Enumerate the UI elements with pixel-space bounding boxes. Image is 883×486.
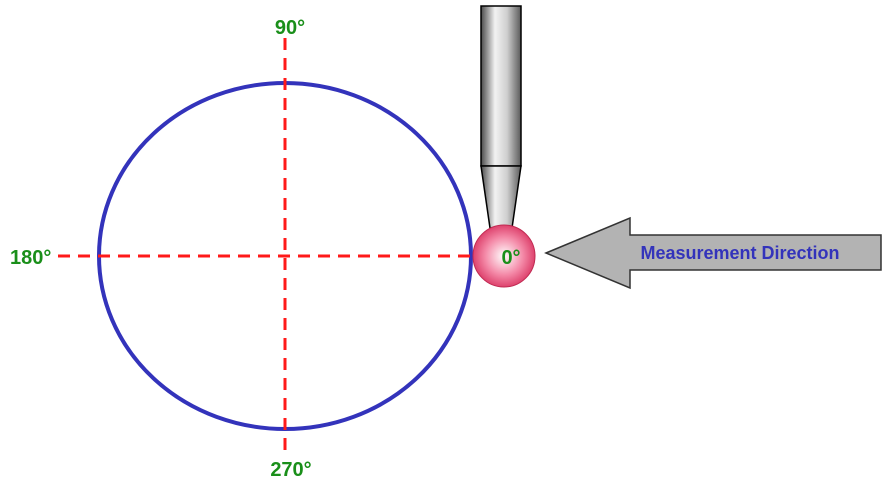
angle-label-90: 90° [275, 17, 305, 39]
probe-shaft [480, 5, 522, 167]
probe-taper [480, 165, 522, 229]
angle-label-0: 0° [501, 247, 520, 269]
stylus-probe-icon [472, 5, 536, 288]
angle-label-180: 180° [10, 247, 51, 269]
measurement-direction-label: Measurement Direction [640, 243, 839, 263]
angle-label-270: 270° [270, 459, 311, 481]
probe-ball [472, 224, 536, 288]
direction-arrow-shape [544, 216, 882, 290]
left-arrow-icon: Measurement Direction [544, 216, 882, 290]
